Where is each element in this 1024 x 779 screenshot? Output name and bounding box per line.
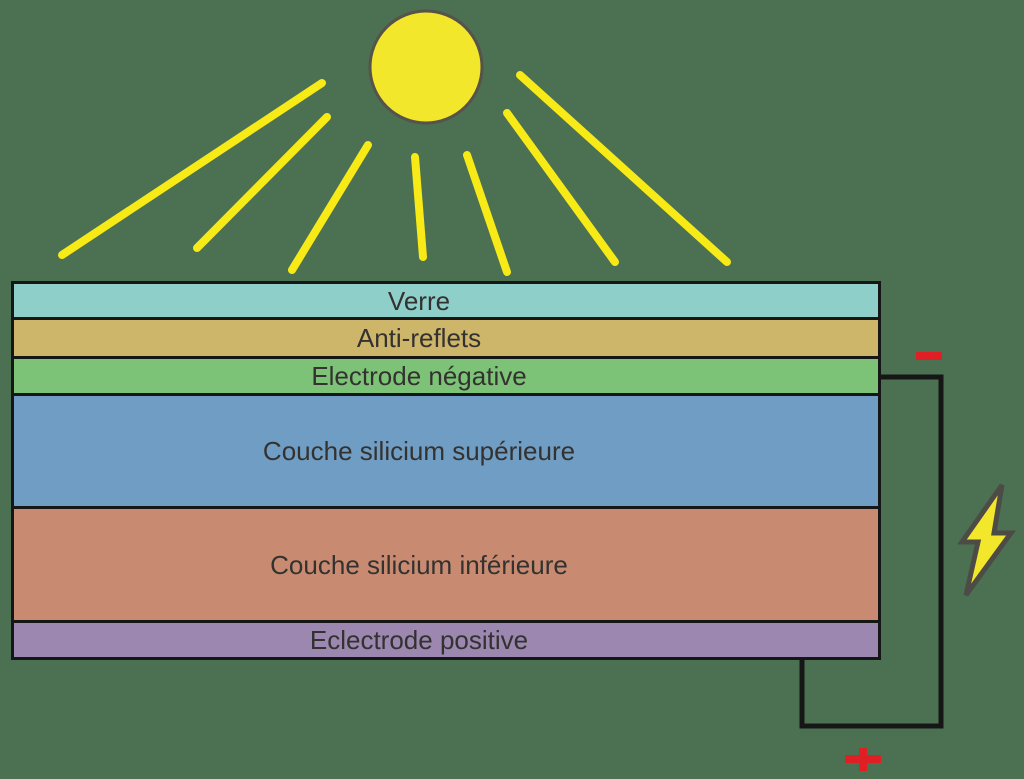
layer-silicium-inferieure-label: Couche silicium inférieure [270,549,568,580]
positive-terminal-icon [845,748,881,771]
layer-verre: Verre [14,284,878,317]
sun-ray-icon [503,109,619,266]
negative-terminal-icon [916,352,942,360]
lightning-bolt-icon [957,483,1016,597]
sun-rays [58,71,731,276]
sun-ray-icon [463,151,511,276]
layer-electrode-positive-label: Eclectrode positive [309,625,529,655]
sun-ray-icon [193,113,331,252]
layer-electrode-negative: Electrode négative [14,356,878,393]
sun-ray-icon [411,153,427,261]
circuit-wire [799,374,944,729]
layer-verre-label: Verre [387,285,451,316]
sun-ray-icon [58,79,326,259]
layer-electrode-negative-label: Electrode négative [311,361,527,391]
layer-silicium-inferieure: Couche silicium inférieure [14,506,878,620]
minus-icon [916,352,942,360]
sun-ray-icon [288,141,372,274]
layer-silicium-superieure: Couche silicium supérieure [14,393,878,506]
layer-silicium-superieure-label: Couche silicium supérieure [262,436,576,466]
layer-electrode-positive: Eclectrode positive [14,620,878,657]
plus-vertical-bar [859,748,867,771]
layer-anti-reflets: Anti-reflets [14,317,878,356]
sun-ray-icon [516,71,731,266]
sun-icon [368,9,484,125]
solar-cell-stack: Verre Anti-reflets Electrode négative Co… [11,281,881,660]
layer-anti-reflets-label: Anti-reflets [356,323,482,353]
